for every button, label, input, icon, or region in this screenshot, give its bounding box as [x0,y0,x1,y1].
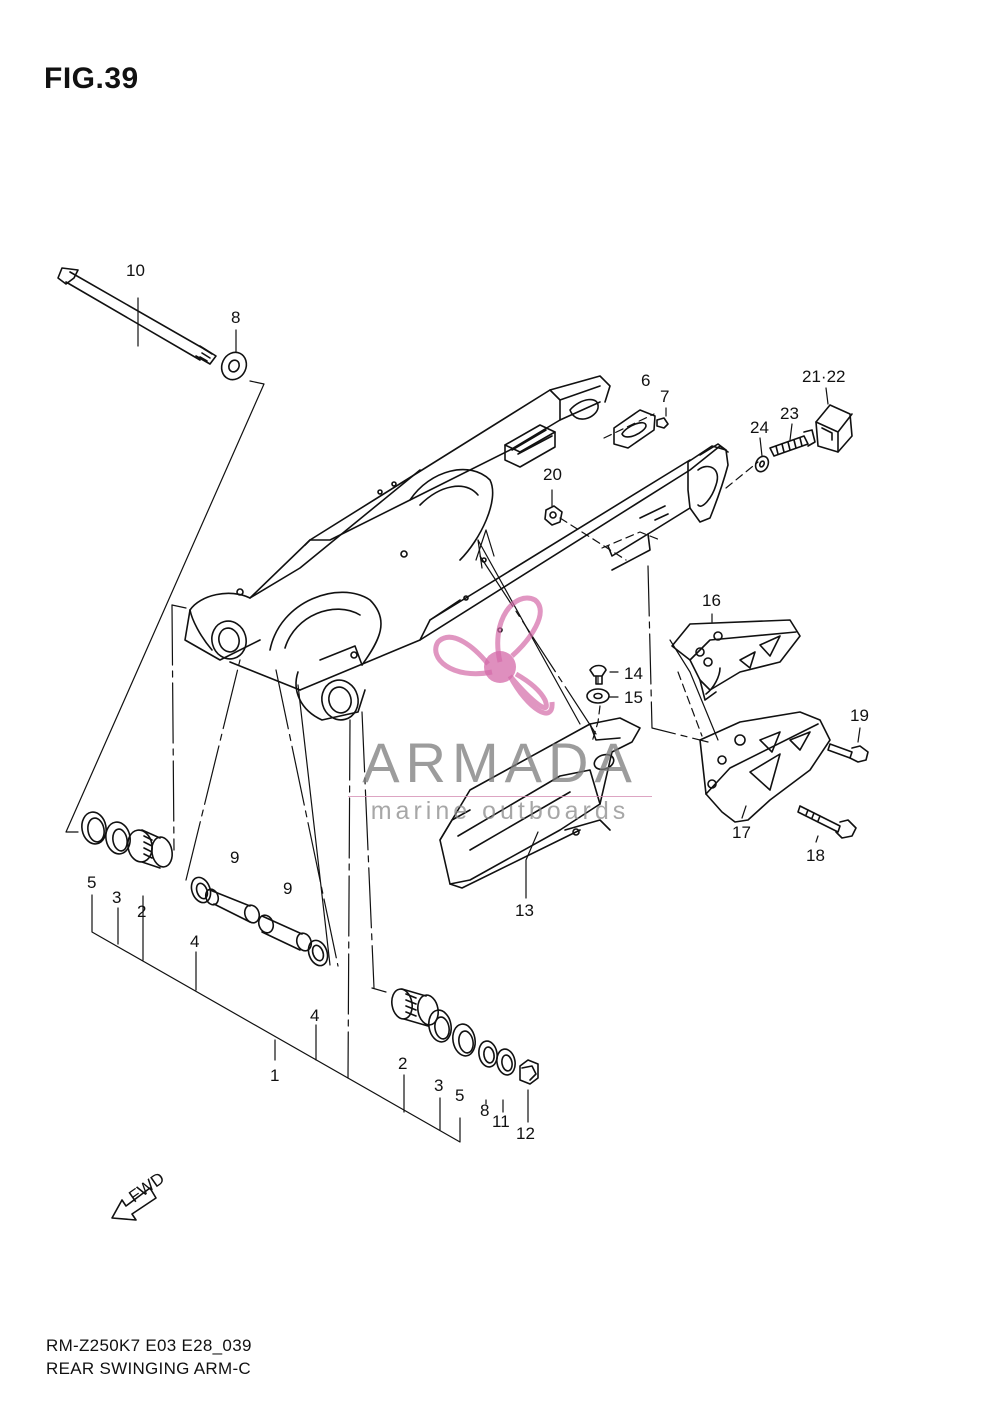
callout-6: 6 [641,371,650,390]
callout-8-bottom: 8 [480,1101,489,1120]
callout-9-left: 9 [230,848,239,867]
callout-2-left: 2 [137,902,146,921]
pivot-shaft-part-10 [57,267,217,365]
washer-part-4-right [307,939,329,967]
diagram-footer: RM-Z250K7 E03 E28_039 REAR SWINGING ARM-… [46,1334,252,1380]
forward-arrow-icon [111,1187,157,1221]
nut-part-12 [519,1059,539,1085]
callout-21-22: 21·22 [802,367,845,386]
fwd-label: FWD [125,1169,168,1207]
callout-18: 18 [806,846,825,865]
collar-part-9-left [204,888,261,924]
callout-3-right: 3 [434,1076,443,1095]
bearing-part-2-right [391,988,439,1027]
callout-10: 10 [126,261,145,280]
bolt-part-7 [656,417,669,429]
screw-part-14 [589,664,607,685]
callout-11: 11 [492,1112,510,1131]
propeller-logo-icon [433,595,555,716]
washer-part-24 [754,455,770,473]
callout-12: 12 [516,1124,535,1143]
callout-5-left: 5 [87,873,96,892]
washer-part-3-right [428,1009,452,1043]
callout-24: 24 [750,418,769,437]
callout-5-right: 5 [455,1086,464,1105]
callout-14: 14 [624,664,643,683]
callout-4-left: 4 [190,932,199,951]
diagram-name: REAR SWINGING ARM-C [46,1359,251,1378]
plate-part-6 [613,409,656,449]
callout-labels: 10 8 6 7 21·22 23 24 20 16 14 15 19 17 1… [87,261,869,1143]
seal-part-5-left [81,811,107,845]
callout-19: 19 [850,706,869,725]
nut-part-20 [544,505,563,526]
callout-9-right: 9 [283,879,292,898]
adjuster-bolt-part-23 [769,429,816,457]
chain-guide-part-17 [699,711,831,823]
callout-13: 13 [515,901,534,920]
bearing-part-2-left [127,829,173,869]
callout-3-left: 3 [112,888,121,907]
callout-8-top: 8 [231,308,240,327]
bolt-part-19 [827,743,869,763]
callout-20: 20 [543,465,562,484]
leader-lines [65,297,861,1143]
collar-part-9-right [257,914,313,952]
figure-title: FIG.39 [44,62,139,95]
washer-part-8-bottom [478,1040,498,1068]
watermark-subtitle: marine outboards [370,797,630,825]
washer-part-11 [496,1048,516,1076]
chain-adjuster-part-21-22 [815,404,853,453]
bolt-part-18 [797,805,857,839]
chain-guide-part-16 [671,619,801,701]
callout-4-right: 4 [310,1006,319,1025]
callout-15: 15 [624,688,643,707]
callout-7: 7 [660,387,669,406]
washer-part-8-top [220,351,248,381]
washer-part-4-left [190,876,212,904]
callout-1: 1 [270,1066,279,1085]
chain-slider-part-13 [439,717,641,889]
watermark-divider [348,796,652,797]
callout-23: 23 [780,404,799,423]
washer-part-15 [586,688,610,704]
swing-arm-body-part-1 [184,375,729,721]
diagram-code: RM-Z250K7 E03 E28_039 [46,1336,252,1355]
callout-16: 16 [702,591,721,610]
armada-watermark: ARMADA marine outboards [340,590,660,840]
callout-2-right: 2 [398,1054,407,1073]
watermark-name: ARMADA [362,731,638,794]
seal-part-5-right [452,1023,476,1057]
callout-17: 17 [732,823,751,842]
